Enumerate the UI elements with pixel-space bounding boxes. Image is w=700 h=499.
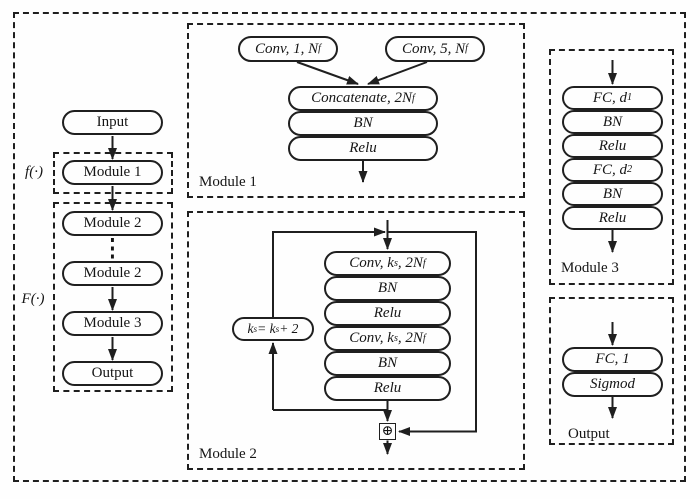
bn-node-m3a: BN — [562, 110, 663, 134]
fc-1-node: FC, 1 — [562, 347, 663, 372]
arrow-conv1-to-concatenate — [296, 61, 359, 85]
module2-node-top: Module 2 — [62, 211, 163, 236]
bn-node-m3b: BN — [562, 182, 663, 206]
outputblock-caption: Output — [568, 426, 610, 442]
F-function-label: F(·) — [21, 291, 45, 307]
module1-caption: Module 1 — [199, 174, 257, 190]
relu-node-m2b: Relu — [324, 376, 451, 401]
module2-node-bottom: Module 2 — [62, 261, 163, 286]
input-node: Input — [62, 110, 163, 135]
circled-plus-icon: ⊕ — [381, 423, 394, 439]
relu-node-m3b: Relu — [562, 206, 663, 230]
sigmod-node: Sigmod — [562, 372, 663, 397]
module3-box — [549, 49, 674, 285]
outputblock-box — [549, 297, 674, 445]
vertical-ellipsis-icon: ⋮ — [102, 233, 123, 262]
sum-junction: ⊕ — [379, 423, 396, 440]
arrow-conv5-to-concatenate — [367, 61, 428, 85]
relu-node-m2a: Relu — [324, 301, 451, 326]
line-skip-connection — [387, 231, 477, 436]
module3-caption: Module 3 — [561, 260, 619, 276]
module1-box — [187, 23, 525, 198]
module2-caption: Module 2 — [199, 446, 257, 462]
f-function-label: f(·) — [25, 164, 43, 180]
module2-box — [187, 211, 525, 470]
bn-node-m2a: BN — [324, 276, 451, 301]
relu-node-m1: Relu — [288, 136, 438, 161]
relu-node-m3a: Relu — [562, 134, 663, 158]
output-node: Output — [62, 361, 163, 386]
bn-node-m1: BN — [288, 111, 438, 136]
module3-node: Module 3 — [62, 311, 163, 336]
bn-node-m2b: BN — [324, 351, 451, 376]
module1-node: Module 1 — [62, 160, 163, 185]
outer-dashed-border — [13, 12, 686, 482]
line-ks-loop-top — [272, 227, 386, 318]
